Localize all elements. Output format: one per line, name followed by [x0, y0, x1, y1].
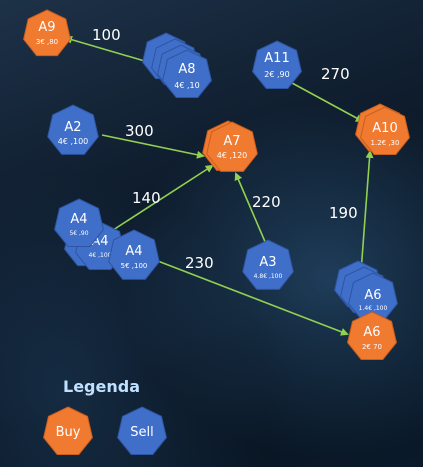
edge-label-a2-a7: 300: [125, 122, 154, 140]
edge-label-a4-a6: 230: [185, 254, 214, 272]
buy-heptagon-icon: [23, 9, 71, 57]
node-detail: 2€ ,90: [264, 70, 289, 79]
legend: Legenda Buy Sell: [43, 377, 167, 455]
node-a8[interactable]: A8 4€ ,10: [142, 32, 212, 98]
node-name: A11: [264, 51, 289, 66]
buy-heptagon-icon: [206, 121, 258, 172]
edge-a8-a9: [64, 35, 149, 63]
node-a7[interactable]: A7 4€ ,120: [202, 120, 258, 172]
sell-heptagon-icon: [162, 49, 212, 98]
node-a2[interactable]: A2 4€ ,100: [47, 104, 99, 155]
legend-buy-label: Buy: [56, 425, 81, 440]
node-detail: 1.4€ ,100: [359, 305, 388, 312]
edge-label-a8-a9: 100: [92, 26, 121, 44]
node-a6-sell[interactable]: A6 1.4€ ,100: [334, 260, 398, 321]
node-name: A7: [223, 134, 240, 149]
sell-heptagon-icon: [54, 198, 104, 247]
sell-heptagon-icon: [108, 229, 160, 280]
nodes: A9 3€ ,80 A8 4€ ,10 A11 2€ ,90 A2 4€ ,10…: [23, 9, 410, 360]
node-a6-buy[interactable]: A6 2€ 70: [347, 311, 397, 360]
node-detail: 4€ ,100: [89, 252, 112, 259]
edge-labels: 100 270 300 140 220 190 230: [92, 26, 358, 272]
node-detail: 5€ ,100: [121, 262, 148, 270]
node-name: A4: [70, 212, 87, 227]
node-detail: 4€ ,10: [174, 81, 199, 90]
sell-heptagon-icon: [242, 239, 294, 290]
buy-heptagon-icon: [360, 106, 410, 155]
edge-label-a3-a7: 220: [252, 193, 281, 211]
legend-sell: Sell: [117, 406, 167, 455]
node-name: A4: [125, 244, 142, 259]
node-a11[interactable]: A11 2€ ,90: [252, 40, 302, 89]
node-name: A9: [38, 20, 55, 35]
node-a10[interactable]: A10 1.2€ ,30: [355, 103, 410, 155]
node-a9[interactable]: A9 3€ ,80: [23, 9, 71, 57]
edge-a3-a7: [234, 172, 267, 245]
legend-sell-label: Sell: [130, 425, 153, 440]
node-detail: 1.2€ ,30: [371, 139, 400, 147]
node-detail: 4.8€ ,100: [254, 273, 283, 280]
buy-heptagon-icon: [347, 311, 397, 360]
node-detail: 4€ ,100: [58, 137, 89, 146]
node-name: A10: [372, 121, 397, 136]
edge-a4-a7: [109, 164, 214, 233]
edges: [64, 35, 374, 336]
edge-label-a11-a10: 270: [321, 65, 350, 83]
buy-heptagon-icon: [43, 406, 93, 455]
node-name: A3: [259, 255, 276, 270]
node-name: A6: [363, 325, 380, 340]
edge-a2-a7: [101, 134, 205, 159]
node-detail: 4€ ,120: [217, 151, 248, 160]
legend-title: Legenda: [63, 377, 140, 396]
sell-heptagon-icon: [252, 40, 302, 89]
node-a4-back[interactable]: A4 5€ ,100: [108, 229, 160, 280]
node-name: A2: [64, 120, 81, 135]
node-name: A6: [364, 288, 381, 303]
edge-label-a4-a7: 140: [132, 189, 161, 207]
edge-a4-a6: [149, 257, 349, 336]
edge-label-a6-a10: 190: [329, 204, 358, 222]
node-name: A8: [178, 62, 195, 77]
edge-a6-a10: [360, 150, 374, 273]
node-detail: 2€ 70: [362, 343, 382, 351]
legend-buy: Buy: [43, 406, 93, 455]
edge-a11-a10: [291, 82, 364, 122]
node-a4-front[interactable]: A4 5€ ,90: [54, 198, 104, 247]
node-detail: 5€ ,90: [69, 230, 88, 237]
node-detail: 3€ ,80: [36, 38, 58, 46]
sell-heptagon-icon: [47, 104, 99, 155]
sell-heptagon-icon: [117, 406, 167, 455]
node-a3[interactable]: A3 4.8€ ,100: [242, 239, 294, 290]
